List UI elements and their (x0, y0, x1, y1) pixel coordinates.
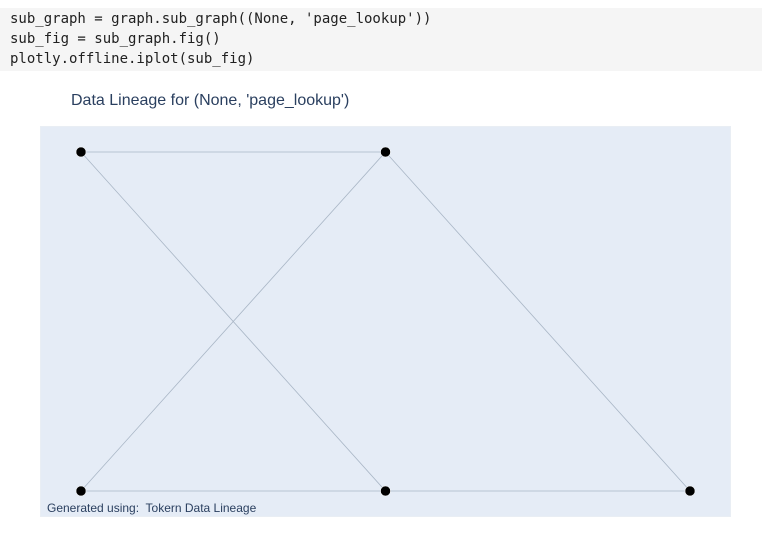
graph-node-1[interactable] (380, 146, 391, 158)
code-line: sub_graph = graph.sub_graph((None, 'page… (10, 11, 432, 27)
code-line: plotly.offline.iplot(sub_fig) (10, 51, 255, 67)
generated-using-note: Generated using: Tokern Data Lineage (47, 501, 257, 515)
graph-edge-4 (385, 151, 691, 492)
plot-title: Data Lineage for (None, 'page_lookup') (71, 92, 350, 109)
lineage-graph[interactable] (41, 127, 730, 516)
graph-node-0[interactable] (75, 146, 87, 158)
graph-edge-2 (80, 151, 386, 492)
code-cell[interactable]: sub_graph = graph.sub_graph((None, 'page… (0, 8, 762, 71)
graph-node-3[interactable] (380, 485, 391, 497)
graph-node-4[interactable] (684, 485, 696, 497)
code-line: sub_fig = sub_graph.fig() (10, 31, 221, 47)
plot-area[interactable] (40, 126, 731, 517)
cell-output: Data Lineage for (None, 'page_lookup') G… (0, 80, 768, 540)
graph-node-2[interactable] (75, 485, 87, 497)
